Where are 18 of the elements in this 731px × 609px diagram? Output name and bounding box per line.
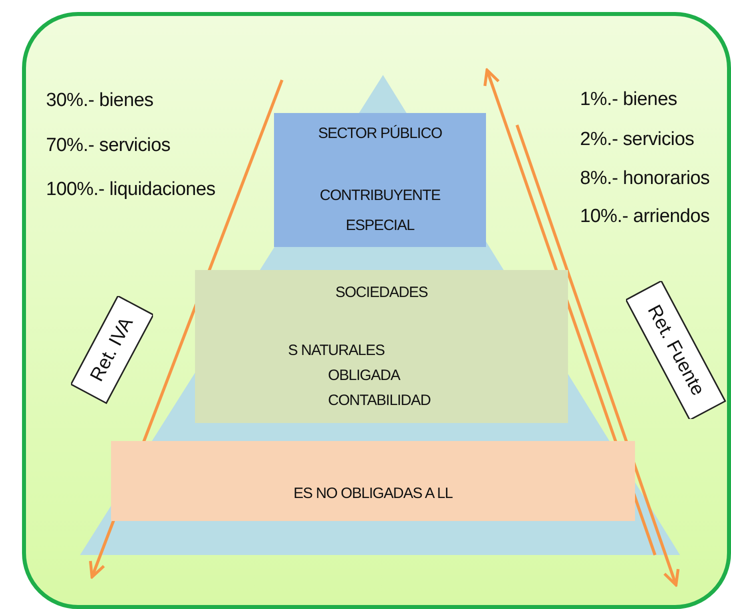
rate-text: 30%.- bienes — [46, 90, 154, 112]
rate-text: 2%.- servicios — [580, 129, 694, 151]
rate-text: 8%.- honorarios — [580, 168, 710, 190]
rate-text: 1%.- bienes — [580, 89, 678, 111]
rate-text: 70%.- servicios — [46, 135, 170, 157]
rate-text: 100%.- liquidaciones — [46, 179, 216, 201]
tier-heading: SOCIEDADES — [334, 284, 429, 301]
tier-text: S NATURALES OBLIGADA CONTABILIDAD — [288, 341, 432, 411]
tier-text: CONTRIBUYENTE ESPECIAL — [318, 186, 442, 236]
tag-label: Ret. IVA — [86, 314, 138, 386]
rotated-tag — [70, 296, 154, 404]
pyramid-tier — [274, 113, 486, 247]
tier-text: ES NO OBLIGADAS A LL — [292, 485, 454, 502]
tier-heading: SECTOR PÚBLICO — [317, 125, 443, 142]
pyramid-tier — [195, 270, 568, 423]
rate-text: 10%.- arriendos — [580, 206, 710, 228]
pyramid-tier — [111, 441, 635, 521]
rotated-tag — [626, 280, 726, 420]
